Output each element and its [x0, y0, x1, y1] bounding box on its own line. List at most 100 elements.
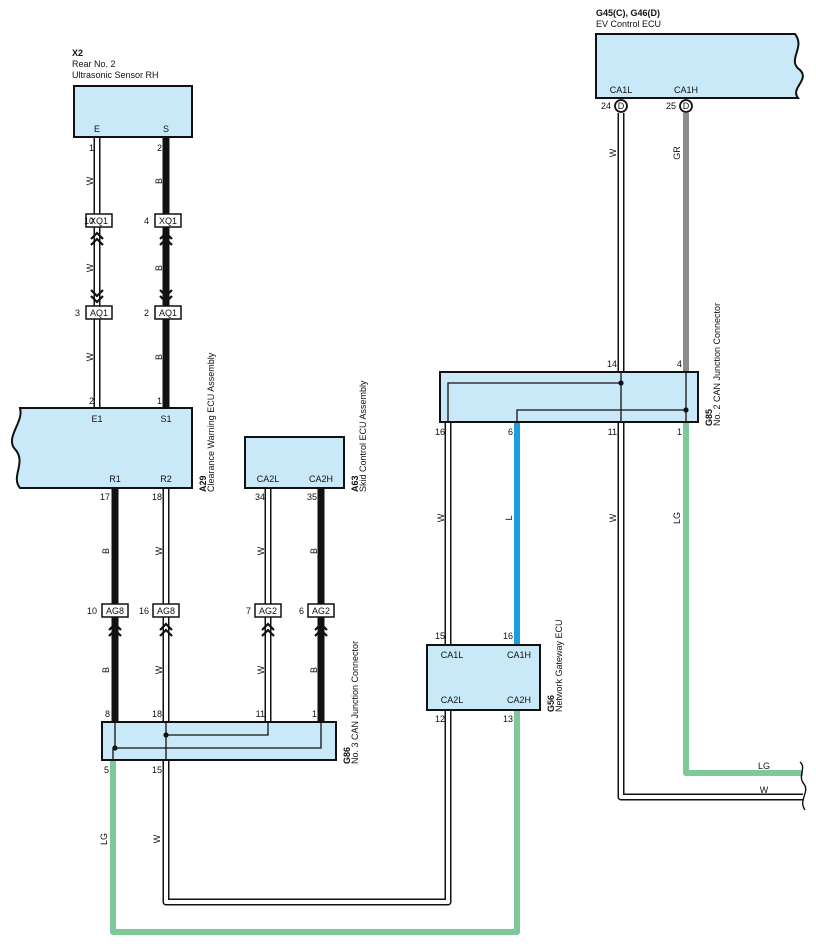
junction-dot — [163, 732, 169, 738]
junction-dot — [683, 407, 689, 413]
junction-dot — [618, 380, 624, 386]
pin-number: 25 — [666, 101, 676, 111]
junction-box — [101, 721, 337, 761]
connector-pin: 6 — [299, 606, 304, 616]
pin-number: 11 — [608, 427, 617, 437]
pin-number: 5 — [104, 765, 109, 775]
pin-number: 16 — [435, 427, 445, 437]
component-name: EV Control ECU — [596, 19, 661, 29]
connector-pin: 10 — [87, 606, 97, 616]
connector-ag2-a — [254, 603, 282, 618]
pin-number: 35 — [307, 492, 317, 502]
wire-color-label: W — [152, 834, 162, 843]
bus-line — [447, 382, 621, 422]
connector-id: D — [683, 101, 690, 111]
chevron-up-icon — [159, 231, 173, 246]
connector-circle — [614, 99, 628, 113]
pin-number: 1 — [312, 709, 317, 719]
pin-number: 2 — [157, 143, 162, 153]
component-code: X2 — [72, 48, 83, 58]
pin-number: 15 — [152, 765, 162, 775]
wire-color-label: W — [256, 665, 266, 674]
ecu-box — [244, 436, 345, 489]
wire-color-label: W — [154, 546, 164, 555]
pin-label: CA1L — [441, 650, 464, 660]
wire-g85-11-out — [617, 422, 803, 801]
component-g86: 8 18 11 1 5 15 G86 No. 3 CAN Junction Co… — [101, 641, 360, 775]
pin-number: 14 — [607, 359, 617, 369]
component-name: No. 3 CAN Junction Connector — [350, 641, 360, 764]
component-code: G85 — [704, 409, 714, 426]
bus-line — [112, 722, 322, 760]
pin-label: CA1L — [610, 85, 633, 95]
pin-number: 16 — [503, 631, 513, 641]
component-name: Skid Control ECU Assembly — [358, 380, 368, 492]
component-code: A63 — [350, 475, 360, 492]
chevron-down-icon — [159, 289, 173, 304]
wire-color-label: B — [154, 354, 164, 360]
wire-color-label: LG — [758, 761, 770, 771]
wire-g85-1-out — [683, 422, 803, 776]
pin-label: E — [94, 124, 100, 134]
connector-xq1-a — [85, 213, 113, 228]
component-x2: X2 Rear No. 2 Ultrasonic Sensor RH E S 1… — [72, 48, 193, 153]
connector-label: XQ1 — [159, 216, 177, 226]
break-marks — [799, 761, 807, 811]
pin-label: CA1H — [507, 650, 531, 660]
wire-color-label: B — [309, 667, 319, 673]
component-code: G45(C), G46(D) — [596, 8, 660, 18]
connector-label: XQ1 — [90, 216, 108, 226]
wire-g86-5-to-g56-13 — [110, 710, 520, 935]
component-g56: CA1L CA1H CA2L CA2H 15 16 12 13 G56 Netw… — [426, 619, 564, 724]
wire-color-label: B — [101, 548, 111, 554]
wire-color-label: W — [85, 263, 95, 272]
wire-g86-15-to-g56-12-core — [164, 710, 450, 904]
pin-number: 18 — [152, 709, 162, 719]
junction-dot — [112, 745, 118, 751]
pin-number: 1 — [677, 427, 682, 437]
wire-color-label: GR — [672, 146, 682, 160]
component-name: Rear No. 2 — [72, 59, 116, 69]
wire-color-label: B — [309, 548, 319, 554]
component-a29: E1 S1 R1 R2 2 1 17 18 A29 Clearance Warn… — [11, 352, 216, 502]
component-code: A29 — [198, 475, 208, 492]
wire-color-label: B — [154, 265, 164, 271]
chevron-up-icon — [314, 622, 328, 637]
wire-g85-11-out-core — [619, 422, 803, 799]
pin-label: E1 — [91, 414, 102, 424]
component-name: Network Gateway ECU — [554, 619, 564, 712]
component-name: Clearance Warning ECU Assembly — [206, 352, 216, 492]
connector-pin: 4 — [144, 216, 149, 226]
wire-color-label: W — [608, 148, 618, 157]
pin-label: CA2H — [507, 695, 531, 705]
pin-label: R1 — [109, 474, 121, 484]
wire-color-label: W — [154, 665, 164, 674]
connector-label: AG2 — [312, 606, 330, 616]
pin-label: CA1H — [674, 85, 698, 95]
inline-connectors: 10 XQ1 4 XQ1 3 AQ1 2 AQ1 10 AG8 16 AG8 7… — [75, 213, 335, 637]
wire-color-label: LG — [99, 833, 109, 845]
connector-pin: 10 — [84, 216, 94, 226]
pin-label: CA2L — [441, 695, 464, 705]
wire-color-label: B — [154, 178, 164, 184]
pin-number: 24 — [601, 101, 611, 111]
connector-circle — [679, 99, 693, 113]
pin-number: 34 — [255, 492, 265, 502]
connector-aq1-a — [85, 305, 113, 320]
pin-number: 4 — [677, 359, 682, 369]
component-name: No. 2 CAN Junction Connector — [712, 303, 722, 426]
connector-aq1-b — [154, 305, 182, 320]
wire-color-label: LG — [672, 512, 682, 524]
wire-color-label: L — [504, 515, 514, 520]
connector-label: AQ1 — [90, 308, 108, 318]
pin-number: 15 — [435, 631, 445, 641]
bus-line — [165, 722, 269, 760]
component-code: G86 — [342, 747, 352, 764]
connector-label: AG8 — [106, 606, 124, 616]
connector-ag8-a — [101, 603, 129, 618]
wire-color-label: W — [85, 352, 95, 361]
wire-color-label: B — [101, 667, 111, 673]
wire-break-icon — [799, 761, 807, 811]
connector-label: AG2 — [259, 606, 277, 616]
wire-color-labels: W B W B W B B W W B B W W B LG W W L W G… — [85, 146, 770, 845]
